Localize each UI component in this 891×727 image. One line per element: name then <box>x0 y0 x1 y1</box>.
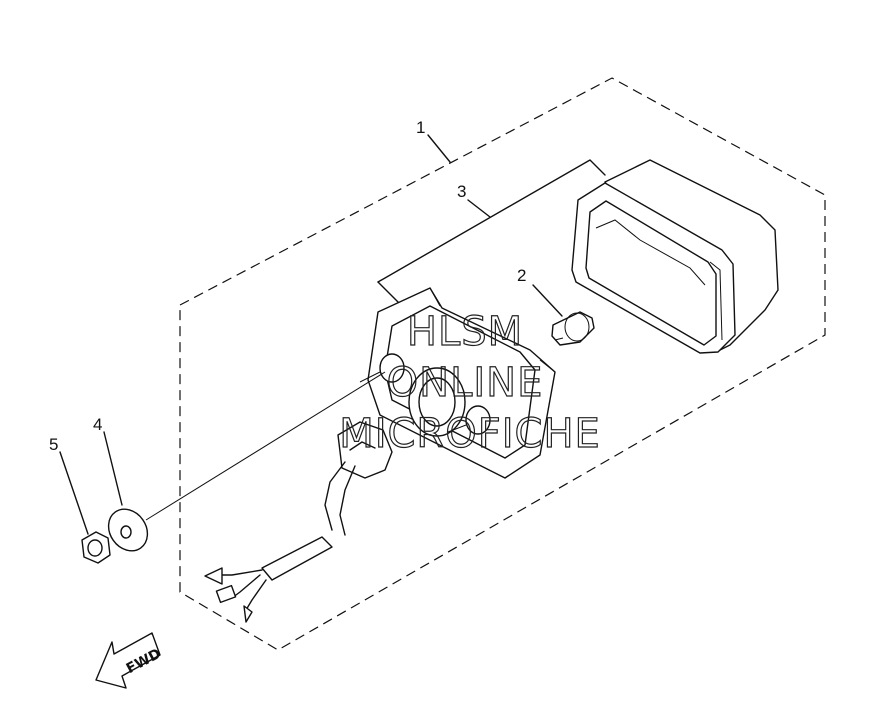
callout-part-3: 3 <box>457 182 466 201</box>
washer <box>107 508 149 552</box>
part-5-leader <box>59 451 89 535</box>
bulb <box>551 311 595 346</box>
bulb-socket-harness <box>204 421 393 623</box>
bulb-socket-grommet <box>408 367 466 437</box>
callout-part-5: 5 <box>49 435 58 454</box>
callout-part-4: 4 <box>93 415 102 434</box>
watermark-line-2: ONLINE <box>387 360 544 406</box>
part-2-leader <box>532 284 563 317</box>
alignment-line <box>145 371 386 521</box>
assembly-boundary <box>179 77 826 651</box>
watermark-line-3: MICROFICHE <box>339 411 601 457</box>
mounting-studs <box>359 353 491 435</box>
part-1-leader <box>427 134 451 163</box>
watermark-line-1: HLSM <box>407 309 523 355</box>
part-3-leader <box>467 199 491 218</box>
forward-direction-arrow-icon: FWD <box>95 632 164 689</box>
lens-cover <box>571 159 779 354</box>
part-3-bracket <box>377 159 606 283</box>
callout-part-2: 2 <box>517 266 526 285</box>
part-3-bracket-left <box>377 281 399 303</box>
flange-nut <box>81 531 111 564</box>
part-4-leader <box>103 431 123 506</box>
callout-part-1: 1 <box>416 118 425 137</box>
